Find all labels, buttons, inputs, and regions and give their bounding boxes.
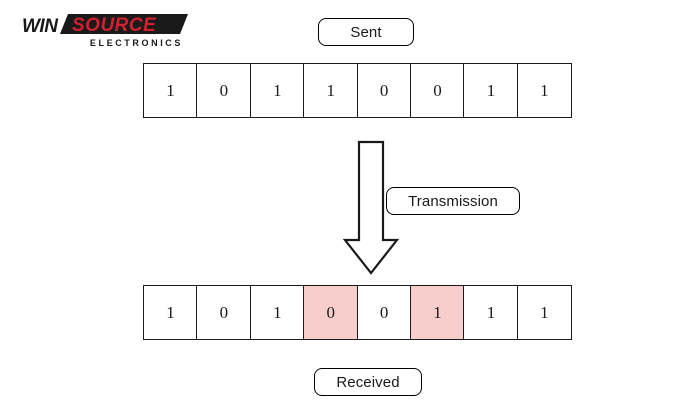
winsource-electronics-logo: SOURCE WIN ELECTRONICS (20, 8, 190, 50)
received-bit-value: 1 (540, 302, 549, 322)
received-bit-cell: 1 (463, 285, 519, 340)
sent-bit-value: 1 (326, 80, 335, 100)
received-bit-value: 0 (219, 302, 229, 322)
sent-bit-value: 1 (486, 80, 496, 100)
sent-bit-cell: 1 (303, 63, 359, 118)
received-bit-cell: 1 (410, 285, 466, 340)
sent-label: Sent (318, 18, 414, 46)
sent-bit-value: 1 (166, 80, 175, 100)
received-bit-cell: 0 (196, 285, 252, 340)
received-bit-row: 1 0 1 0 0 1 1 1 (143, 285, 572, 340)
transmission-label: Transmission (386, 187, 520, 215)
sent-bit-cell: 0 (410, 63, 466, 118)
sent-bit-row: 1 0 1 1 0 0 1 1 (143, 63, 572, 118)
sent-bit-value: 1 (273, 80, 282, 100)
received-bit-cell: 1 (516, 285, 572, 340)
sent-bit-cell: 0 (356, 63, 412, 118)
received-bit-cell: 0 (303, 285, 359, 340)
sent-bit-value: 1 (540, 80, 549, 100)
received-bit-value: 0 (379, 302, 389, 322)
sent-bit-value: 0 (219, 80, 229, 100)
transmission-arrow-icon (340, 140, 404, 276)
logo-word-source: SOURCE (72, 15, 157, 36)
received-bit-cell: 1 (143, 285, 198, 340)
received-bit-value: 1 (433, 302, 442, 322)
sent-bit-value: 0 (379, 80, 389, 100)
received-bit-value: 1 (166, 302, 175, 322)
logo-word-win: WIN (22, 16, 59, 37)
sent-bit-cell: 0 (196, 63, 252, 118)
received-bit-value: 1 (486, 302, 496, 322)
logo-tagline: ELECTRONICS (90, 38, 183, 48)
sent-bit-cell: 1 (143, 63, 198, 118)
received-label: Received (314, 368, 422, 396)
sent-bit-value: 0 (433, 80, 442, 100)
received-bit-cell: 0 (356, 285, 412, 340)
sent-bit-cell: 1 (249, 63, 305, 118)
sent-bit-cell: 1 (463, 63, 519, 118)
received-bit-value: 0 (326, 302, 335, 322)
received-bit-value: 1 (273, 302, 282, 322)
received-bit-cell: 1 (249, 285, 305, 340)
sent-bit-cell: 1 (516, 63, 572, 118)
